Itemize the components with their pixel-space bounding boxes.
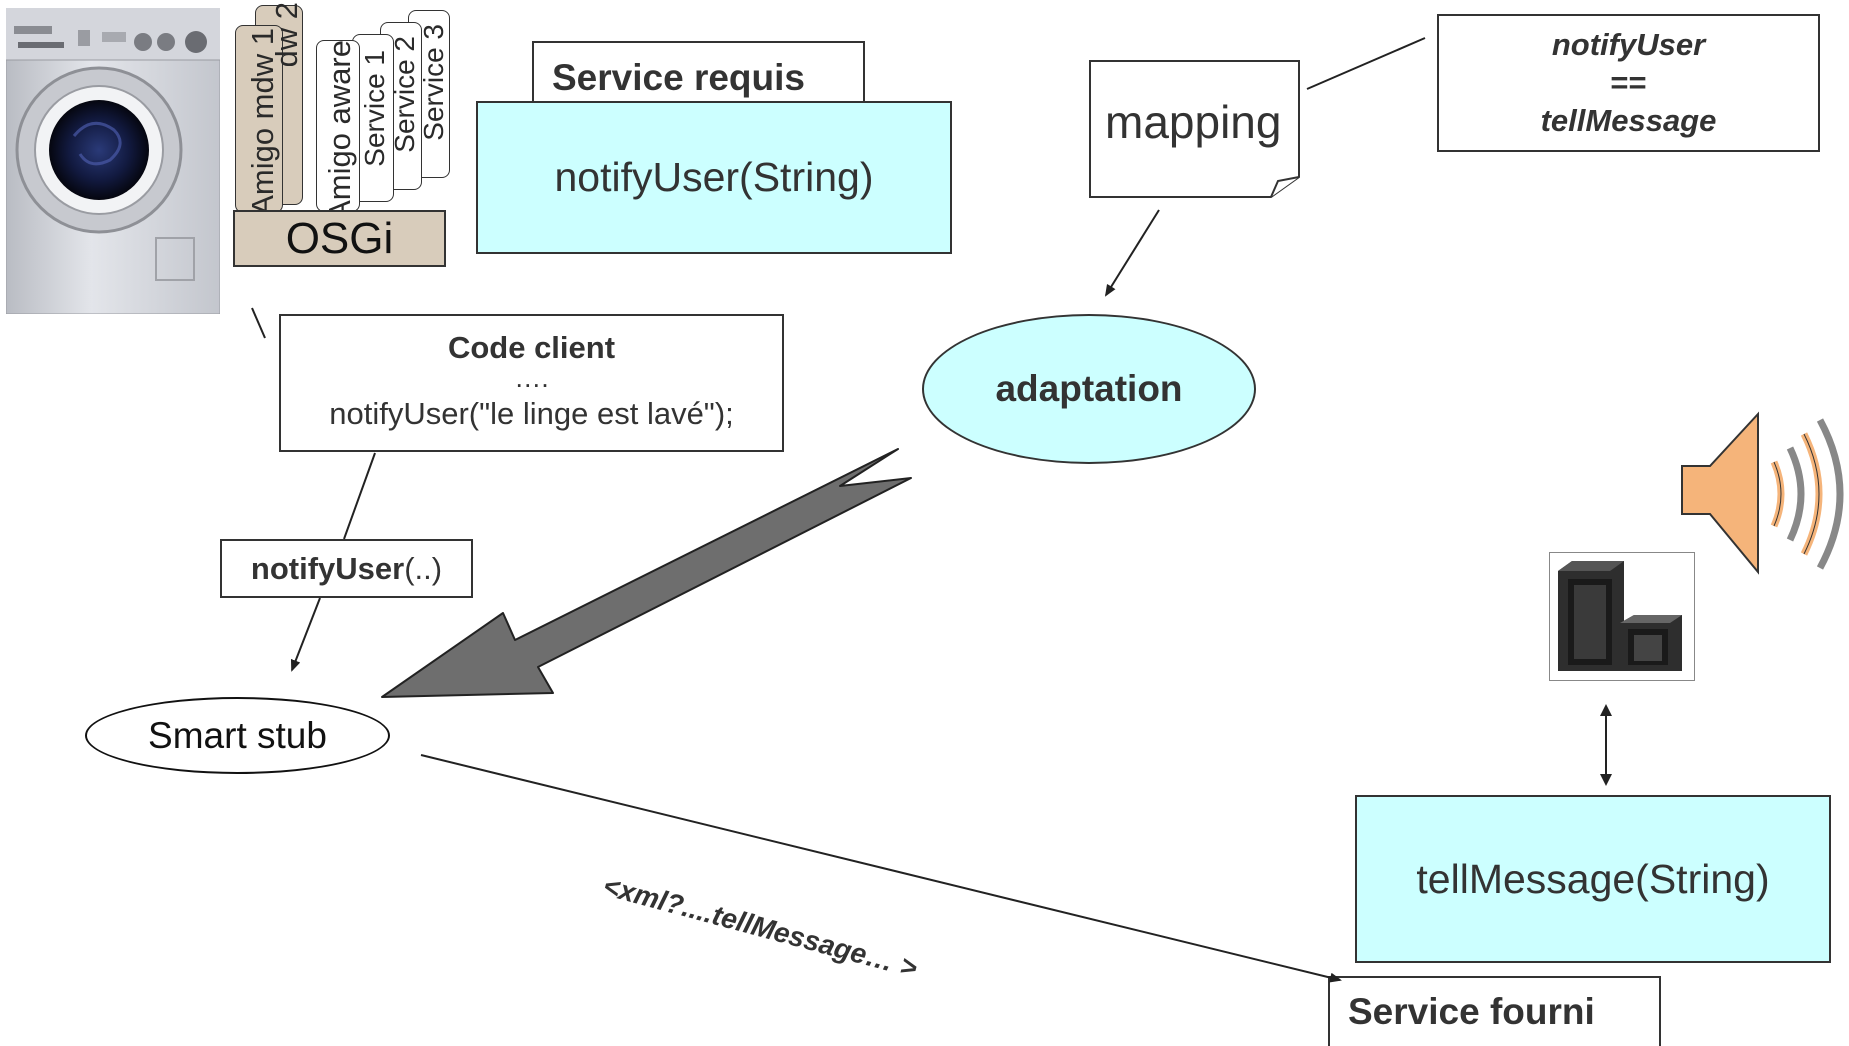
mapping-adaptation-arrow [1104,209,1160,297]
smart-stub-node: Smart stub [85,697,390,774]
notifyuser-signature: notifyUser(String) [554,154,874,200]
mapping-rule-left: notifyUser [1551,27,1706,62]
mapping-rule-right: tellMessage [1540,103,1717,138]
stub-service-arrow [420,754,1342,983]
washing-machine-icon [5,7,221,315]
notifyuser-signature-box: notifyUser(String) [476,101,952,254]
osgi-label: OSGi [285,213,394,263]
mapping-rule-op: == [1610,65,1647,100]
tellmessage-signature: tellMessage(String) [1416,855,1770,902]
adaptation-node: adaptation [922,314,1256,464]
service-requis-label: Service requis [552,57,805,98]
adaptation-label: adaptation [995,368,1183,409]
server-icon [1549,552,1695,681]
amigo-aware-tab [316,40,360,212]
code-client-ellipsis: …. [514,363,549,393]
notifyuser-call-label: notifyUser(..) [251,551,442,587]
mapping-label: mapping [1105,96,1282,148]
tellmessage-signature-box: tellMessage(String) [1355,795,1831,963]
call-stub-arrow [290,597,321,672]
adaptation-stub-big-arrow [381,448,912,698]
service-requis-tab: Service requis [532,41,865,111]
notifyuser-call-rest: (..) [404,550,443,586]
speaker-icon [1678,404,1849,584]
mapping-rule-connector [1306,37,1426,90]
code-client-call: notifyUser("le linge est lavé"); [329,396,734,431]
notifyuser-call-bold: notifyUser [250,550,405,586]
mapping-rule-box: notifyUser == tellMessage [1437,14,1820,152]
service-fourni-label: Service fourni [1348,991,1595,1032]
machine-connector [251,307,266,339]
osgi-layer: OSGi [233,210,446,267]
notifyuser-call-box: notifyUser(..) [220,539,473,598]
service-fourni-tab: Service fourni [1328,976,1661,1046]
smart-stub-label: Smart stub [148,714,327,756]
code-client-title: Code client [447,330,616,365]
code-client-box: Code client …. notifyUser("le linge est … [279,314,784,452]
mapping-note: mapping [1088,59,1306,199]
mdw1-tab [235,25,283,213]
client-call-connector [343,452,376,540]
